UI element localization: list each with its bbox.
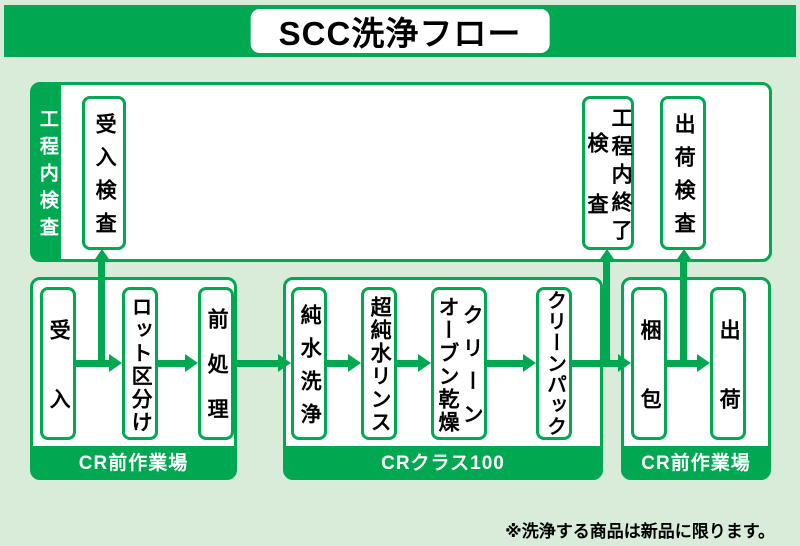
inspection-lane-label: 工程内検査 <box>36 108 58 244</box>
arrow-pretreatment-to-pure-water-head-icon <box>278 354 291 372</box>
step-lot-sorting-label: ロット区分け <box>129 295 153 434</box>
node-in-process-final-inspection-columns: 工程内終了 検査 <box>585 99 633 254</box>
page-title: SCC洗浄フロー <box>278 15 522 52</box>
title-plate: SCC洗浄フロー <box>250 9 550 53</box>
step-ultrapure-water-rinse-label: 超純水リンス <box>368 295 392 434</box>
step-clean-oven-drying-col1: クリーン <box>460 303 484 436</box>
step-clean-pack: クリーンパック <box>536 287 572 440</box>
arrow-rinse-to-oven-head-icon <box>418 354 431 372</box>
step-receiving-label: 受入 <box>47 318 71 457</box>
arrow-oven-to-clean-pack-shaft <box>485 360 523 367</box>
step-pure-water-washing: 純水洗浄 <box>291 287 327 440</box>
step-packing-label: 梱包 <box>638 318 662 457</box>
panel-cr-class-100-caption: CRクラス100 <box>286 446 600 477</box>
arrow-up-to-shipping-inspection-shaft <box>680 261 687 367</box>
arrow-clean-pack-to-packing-shaft <box>570 360 618 367</box>
step-ultrapure-water-rinse: 超純水リンス <box>361 287 397 440</box>
inspection-lane: 工程内検査 <box>30 82 772 262</box>
arrow-up-to-receiving-inspection-head-icon <box>93 249 111 262</box>
node-receiving-inspection-label: 受入検査 <box>93 113 117 245</box>
arrow-up-to-shipping-inspection-head-icon <box>675 249 693 262</box>
step-lot-sorting: ロット区分け <box>122 287 158 440</box>
footnote: ※洗浄する商品は新品に限ります。 <box>505 522 775 541</box>
step-packing: 梱包 <box>631 287 667 457</box>
step-clean-oven-drying-col2: オーブン乾燥 <box>436 295 459 434</box>
arrow-oven-to-clean-pack-head-icon <box>523 354 536 372</box>
arrow-packing-to-shipping-head-icon <box>697 354 710 372</box>
panel-pre-cr-workspace-left-caption: CR前作業場 <box>33 446 234 477</box>
arrow-receiving-to-lot-sorting-shaft <box>74 360 109 367</box>
step-pretreatment-label: 前処理 <box>205 308 229 443</box>
arrow-lot-sorting-to-pretreatment-shaft <box>156 360 185 367</box>
arrow-rinse-to-oven-shaft <box>395 360 418 367</box>
node-shipping-inspection: 出荷検査 <box>660 96 706 250</box>
node-receiving-inspection: 受入検査 <box>82 96 126 250</box>
node-shipping-inspection-label: 出荷検査 <box>672 113 696 245</box>
step-clean-oven-drying-columns: クリーン オーブン乾燥 <box>434 290 484 437</box>
arrow-pure-water-to-rinse-shaft <box>325 360 348 367</box>
step-clean-pack-label: クリーンパック <box>543 290 566 437</box>
step-clean-oven-drying: クリーン オーブン乾燥 <box>431 287 487 440</box>
step-receiving: 受入 <box>40 287 76 457</box>
arrow-clean-pack-to-packing-head-icon <box>618 354 631 372</box>
node-in-process-final-inspection: 工程内終了 検査 <box>582 96 634 254</box>
node-in-process-final-inspection-col1: 工程内終了 <box>609 107 633 247</box>
node-in-process-final-inspection-col2: 検査 <box>585 132 608 254</box>
arrow-up-to-receiving-inspection-shaft <box>98 261 105 367</box>
step-pretreatment: 前処理 <box>198 287 234 443</box>
arrow-pretreatment-to-pure-water-shaft <box>232 360 278 367</box>
step-shipping: 出荷 <box>710 287 746 457</box>
arrow-up-to-in-process-final-inspection-shaft <box>603 261 610 367</box>
inspection-lane-strip: 工程内検査 <box>33 85 61 259</box>
arrow-up-to-in-process-final-inspection-head-icon <box>598 249 616 262</box>
arrow-receiving-to-lot-sorting-head-icon <box>109 354 122 372</box>
arrow-pure-water-to-rinse-head-icon <box>348 354 361 372</box>
panel-pre-cr-workspace-right-caption: CR前作業場 <box>624 446 768 477</box>
arrow-lot-sorting-to-pretreatment-head-icon <box>185 354 198 372</box>
title-banner: SCC洗浄フロー <box>4 5 796 57</box>
step-pure-water-washing-label: 純水洗浄 <box>298 303 322 436</box>
step-shipping-label: 出荷 <box>717 318 741 457</box>
